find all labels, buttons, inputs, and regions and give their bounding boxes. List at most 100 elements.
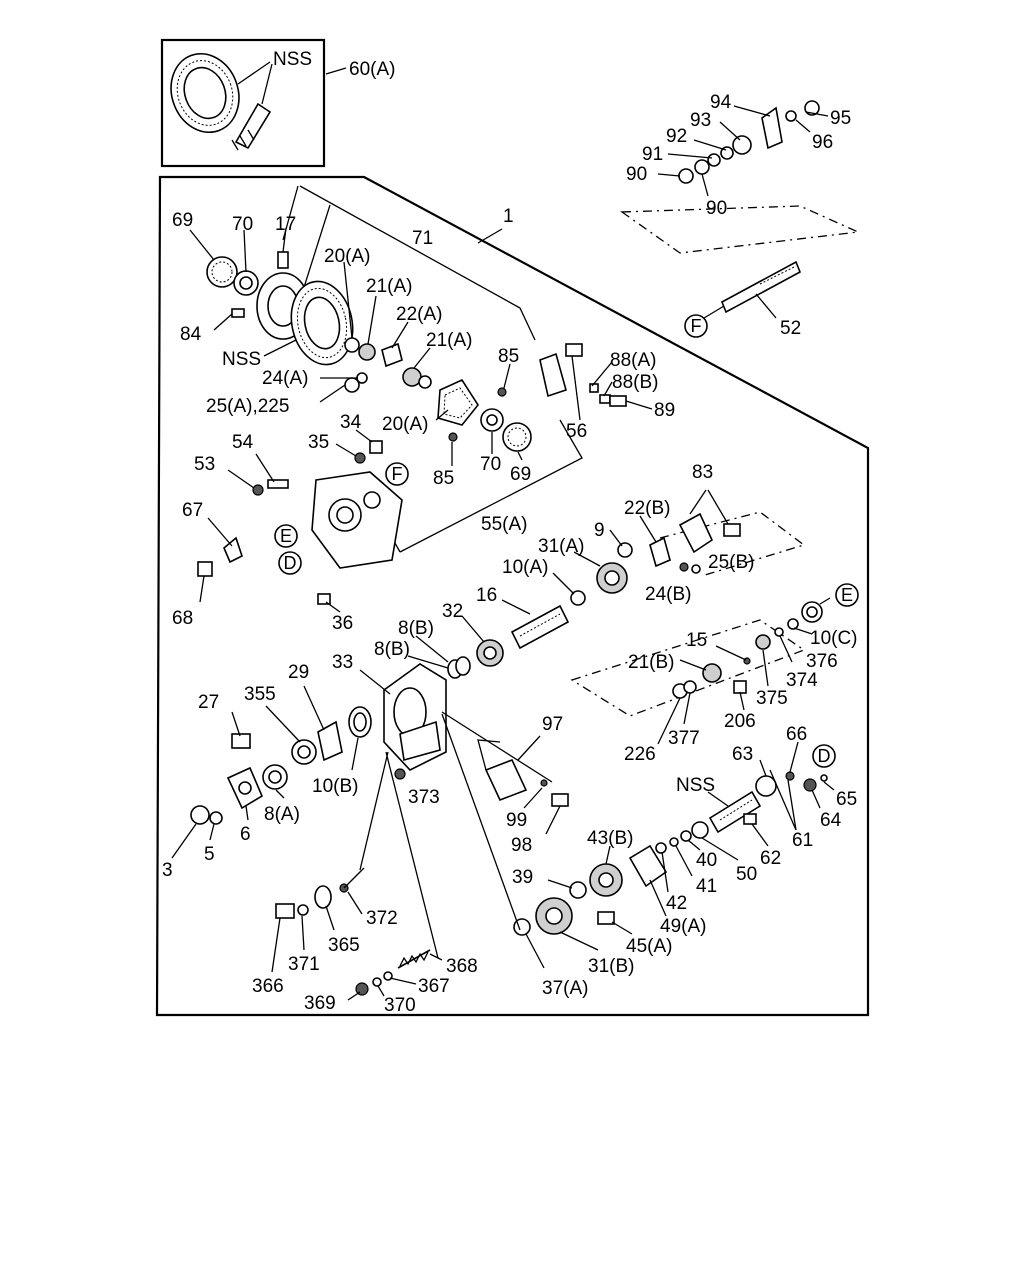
label-367: 367 [418,976,450,997]
label-10a: 10(A) [502,557,548,578]
ring-374 [774,627,784,637]
label-55a: 55(A) [481,514,527,535]
label-27: 27 [198,692,219,713]
stud-54 [267,479,289,489]
label-98: 98 [511,835,532,856]
bolt-89 [609,395,627,407]
detent-group [275,883,431,996]
svg-text:D: D [818,746,831,766]
dash-box-21b [570,619,806,717]
washer-24b [679,562,689,572]
bolt-45a [597,911,615,925]
washer-371 [297,904,309,916]
label-10b: 10(B) [312,776,358,797]
label-370: 370 [384,995,416,1016]
bolt-56 [565,343,583,357]
label-39: 39 [512,867,533,888]
washer-20a [344,337,360,353]
label-92: 92 [666,126,687,147]
inset-nss-label: NSS [273,49,312,70]
label-41: 41 [696,876,717,897]
bracket-71 [299,185,536,341]
bolt-62 [743,813,757,825]
label-373: 373 [408,787,440,808]
label-9: 9 [594,520,605,541]
label-25b: 25(B) [708,552,754,573]
label-365: 365 [328,935,360,956]
ref-letter-D-housing: D [278,551,302,575]
bolt-34 [369,440,383,454]
washer-99 [540,779,548,787]
label-5: 5 [204,844,215,865]
bolt-206 [733,680,747,694]
shaft-16 [510,604,570,650]
label-377: 377 [668,728,700,749]
diff-case [437,378,479,426]
label-67: 67 [182,500,203,521]
label-43b: 43(B) [587,828,633,849]
ref-letter-E-housing: E [274,524,298,548]
bolt-84 [231,308,245,318]
bolt-68 [197,561,213,577]
label-96: 96 [812,132,833,153]
shaft-52 [720,260,802,314]
ring-42 [655,842,667,854]
label-10c: 10(C) [810,628,858,649]
label-29: 29 [288,662,309,683]
label-66: 66 [786,724,807,745]
washer-25a [344,377,360,393]
bearing-69-left [206,256,238,288]
pinion-seal-group [678,100,820,314]
label-8b-lower: 8(B) [374,639,410,660]
part-labels: 1 17 69 70 71 20(A) 21(A) 22(A) 21(A) 84… [162,92,858,1016]
inset-frame [160,38,326,168]
label-368: 368 [446,956,478,977]
label-371: 371 [288,954,320,975]
right-output-group [513,601,828,936]
svg-text:E: E [280,526,292,546]
label-366: 366 [252,976,284,997]
label-374: 374 [786,670,818,691]
label-90-bottom: 90 [706,198,727,219]
label-50: 50 [736,864,757,885]
clutch-83 [678,512,714,554]
label-37a: 37(A) [542,978,588,999]
transfer-middle-group [190,512,741,825]
ring-65 [820,774,828,782]
label-53: 53 [194,454,215,475]
label-35: 35 [308,432,329,453]
seal-93 [732,135,752,155]
label-68: 68 [172,608,193,629]
label-21a-right: 21(A) [426,330,472,351]
gasket-49a [628,844,668,888]
bolt-64 [803,778,817,792]
label-376: 376 [806,651,838,672]
label-54: 54 [232,432,254,453]
ring-9 [617,542,633,558]
main-frame [155,175,870,1017]
washer-88a [589,383,599,393]
bearing-90-left [678,168,694,184]
bolt-98 [551,793,569,807]
ring-376 [787,618,799,630]
bearing-90-right [694,159,710,175]
label-22a: 22(A) [396,304,442,325]
carrier-housing-group [197,440,403,605]
bolt-366 [275,903,295,919]
label-20a-lower: 20(A) [382,414,428,435]
gear-21a-top [358,343,376,361]
flange-94 [761,106,783,150]
nut-53 [252,484,264,496]
label-94: 94 [710,92,732,113]
label-1: 1 [503,206,514,227]
label-24a: 24(A) [262,368,308,389]
label-31b: 31(B) [588,956,634,977]
label-91: 91 [642,144,663,165]
label-89: 89 [654,400,675,421]
label-88a: 88(A) [610,350,656,371]
bearing-39 [569,881,587,899]
label-69-bottom: 69 [510,464,531,485]
label-24b: 24(B) [645,584,691,605]
label-61: 61 [792,830,813,851]
